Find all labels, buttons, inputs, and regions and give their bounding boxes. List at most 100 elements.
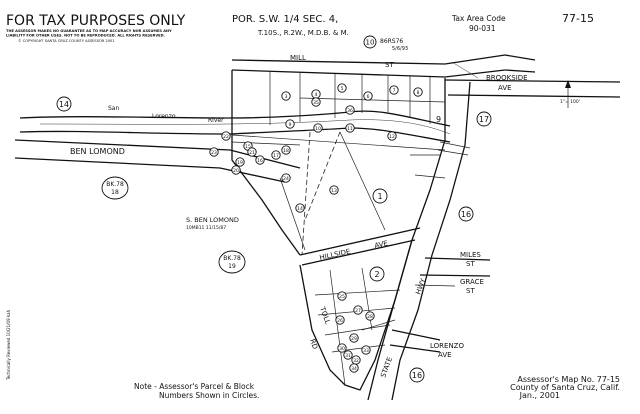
parcel-circle [365,311,375,321]
hillside-ave-label: AVE [374,239,389,250]
parcel-number: 36 [347,108,353,114]
parcel-circle [235,157,245,167]
parcel-circle [221,131,231,141]
parcel-circle [343,350,353,360]
parcel-circle [335,315,345,325]
footer-map-number: Assessor's Map No. 77-15 [517,375,620,384]
parcel-circle [329,185,339,195]
parcel-number: 8 [417,90,420,96]
hwy-nine-label: 9 [436,115,441,124]
parcel-circle [349,333,359,343]
lorenzo-label-1: LORENZO [430,342,464,350]
mill-st-label: ST [385,61,394,69]
brookside-label-1: BROOKSIDE [486,74,528,82]
grace-label-1: GRACE [460,278,484,286]
ref-circle-number: 10 [366,39,375,47]
note-line-1: Note - Assessor's Parcel & Block [134,382,255,391]
parcel-number: 13 [331,188,337,194]
parcel-circle [231,165,241,175]
parcel-number: 4 [315,92,318,98]
lorenzo-label-2: AVE [438,351,452,359]
parcel-number: 26 [337,318,343,324]
parcel-number: 21 [249,150,255,156]
block-78-19-label: BK.78 [223,255,241,262]
parcel-circle [295,203,305,213]
block-78-19-marker [218,250,246,274]
parcel-number: 30 [339,346,345,352]
parcel-number: 9 [289,122,292,128]
adjacent-map-16-circle [458,206,474,222]
adjacent-map-17-circle [476,111,492,127]
parcel-number: 22 [223,134,229,140]
parcel-number: 35 [313,100,319,106]
parcel-number: 24 [283,176,289,182]
block-78-18-sub: 18 [111,189,119,196]
parcel-circle [345,105,355,115]
parcel-circle [387,131,397,141]
river-label-3: River [208,117,224,124]
parcel-number: 7 [393,88,396,94]
adjacent-map-14: 14 [59,100,69,109]
parcel-number: 32 [353,358,359,364]
parcel-number: 29 [351,336,357,342]
parcel-number: 34 [351,366,357,372]
parcel-circle [337,343,347,353]
miles-label-1: MILES [460,251,481,259]
north-arrow-icon [565,80,571,108]
parcel-circle [209,147,219,157]
toll-rd-label: RD [308,338,319,350]
parcel-circle [369,266,385,282]
ref-date: 5/6/93 [392,46,408,52]
parcel-number: 18 [283,148,289,154]
adjacent-map-16b-circle [409,367,425,383]
hwy-label: HWY [414,277,427,296]
parcel-number: 12 [389,134,395,140]
tax-area-code: 90-031 [469,24,496,33]
parcel-circle [247,147,257,157]
section-line-1: POR. S.W. 1/4 SEC. 4, [232,14,338,25]
highway-9 [367,78,471,401]
map-number: 77-15 [562,12,594,25]
parcel-circle [281,173,291,183]
brookside-label-2: AVE [498,84,512,92]
parcel-circle [353,305,363,315]
block-78-19-sub: 19 [228,263,236,270]
miles-label-2: ST [466,260,475,268]
side-streets [389,257,491,353]
san-lorenzo-river [19,110,451,143]
parcel-circle [389,85,399,95]
block-78-18-label: BK.78 [106,181,124,188]
parcel-number: 16 [257,158,263,164]
parcel-circle [281,145,291,155]
parcel-number: 6 [367,94,370,100]
parcel-circle [363,91,373,101]
brookside-avenue [444,79,621,98]
mill-label: MILL [290,54,306,62]
tax-purposes-title: FOR TAX PURPOSES ONLY [6,13,186,29]
adjacent-map-16: 16 [461,210,471,219]
disclaimer-line-1: THE ASSESSOR MAKES NO GUARANTEE AS TO MA… [6,29,172,33]
parcel-number: 10 [315,126,321,132]
parcel-number: 14 [297,206,303,212]
parcel-number: 1 [377,192,382,201]
footer-date: Jan., 2001 [519,391,560,400]
footer-county: County of Santa Cruz, Calif. [510,383,620,392]
parcel-circle [285,119,295,129]
parcel-number: 27 [355,308,361,314]
parcel-number: 23 [211,150,217,156]
copyright-text: © COPYRIGHT SANTA CRUZ COUNTY ASSESSOR 2… [18,39,115,43]
parcel-circle [313,123,323,133]
parcel-circle [345,123,355,133]
parcel-number: 11 [347,126,353,132]
parcel-number: 2 [374,270,379,279]
parcel-number: 20 [233,168,239,174]
mill-street [231,54,536,79]
parcel-circle [281,91,291,101]
parcel-number: 28 [367,314,373,320]
s-ben-lomond-ref: 10MB11 11/15/87 [186,225,226,231]
state-label: STATE [379,356,394,379]
block-boundary [231,70,421,266]
parcel-circle [337,83,347,93]
